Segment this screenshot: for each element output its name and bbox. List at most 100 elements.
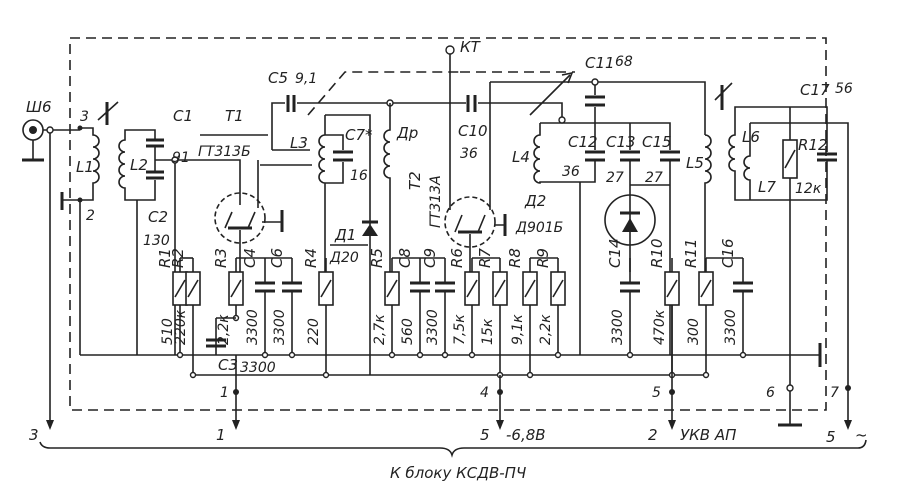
r9-value: 2,2к bbox=[538, 314, 554, 345]
inductor-l1 bbox=[60, 101, 119, 355]
c9-label: C9 bbox=[421, 248, 439, 268]
resistor-r6: R6 7,5к bbox=[448, 248, 480, 359]
r6-label: R6 bbox=[448, 248, 466, 268]
diode-d1 bbox=[362, 220, 378, 375]
capacitor-c10 bbox=[466, 95, 477, 112]
transistor-t1 bbox=[214, 160, 284, 272]
r6-value: 7,5к bbox=[452, 314, 468, 345]
c10-value: 36 bbox=[460, 146, 478, 162]
t1-type: ГТ313Б bbox=[198, 144, 251, 160]
r4-label: R4 bbox=[302, 248, 320, 268]
r1-value: 510 bbox=[160, 318, 176, 345]
ext-pin-5b: 5 bbox=[826, 428, 836, 446]
c8-value: 560 bbox=[400, 318, 416, 345]
r8-value: 9,1к bbox=[510, 314, 526, 345]
d2-label: Д2 bbox=[524, 192, 546, 210]
t2-type: ГТ313А bbox=[428, 175, 444, 228]
r2-value: 220к bbox=[173, 309, 189, 345]
c13-label: C13 bbox=[606, 133, 636, 151]
r8-label: R8 bbox=[506, 248, 524, 268]
dr-label: Др bbox=[396, 124, 418, 142]
board-pin-7: 7 bbox=[830, 385, 839, 401]
r5-label: R5 bbox=[368, 248, 386, 268]
c13-value: 27 bbox=[606, 170, 624, 186]
resistor-r5: R5 2,7к bbox=[368, 248, 400, 359]
c12-label: C12 bbox=[568, 133, 598, 151]
test-point-label: КТ bbox=[460, 38, 482, 56]
c6-label: C6 bbox=[268, 248, 286, 268]
capacitor-c3 bbox=[206, 338, 226, 348]
c2-value: 130 bbox=[143, 233, 170, 249]
ext-pin-3: 3 bbox=[29, 426, 39, 444]
r10-value: 470к bbox=[652, 309, 668, 345]
r4-value: 220 bbox=[306, 318, 322, 345]
resistor-r3: R3 2,2к bbox=[212, 248, 244, 345]
connector-sh6 bbox=[22, 119, 80, 425]
l1-label: L1 bbox=[76, 158, 94, 176]
l6-label: L6 bbox=[742, 128, 760, 146]
c15-value: 27 bbox=[645, 170, 663, 186]
resistor-r4: R4 220 bbox=[302, 248, 334, 379]
c8-label: C8 bbox=[396, 248, 414, 268]
d2-type: Д901Б bbox=[515, 220, 563, 236]
c11-label: C11 bbox=[585, 54, 615, 72]
c3-wire bbox=[215, 317, 236, 355]
board-boundary bbox=[69, 37, 827, 411]
bias-network: R1 510 R2 220к R3 2,2к C4 3300 C6 3300 R4 220 R5 2,7к… bbox=[156, 238, 753, 379]
r7-label: R7 bbox=[476, 248, 494, 268]
inductor-l2 bbox=[118, 129, 241, 355]
c3-label: C3 bbox=[218, 356, 238, 374]
c1-label: C1 bbox=[173, 107, 193, 125]
board-pin-5: 5 bbox=[652, 385, 661, 401]
ext-pin-5b-label: ~ bbox=[855, 426, 868, 444]
tank-l6 bbox=[728, 106, 849, 427]
c9-value: 3300 bbox=[425, 309, 441, 345]
pin-2-label: 2 bbox=[86, 208, 95, 224]
c5-value: 9,1 bbox=[295, 71, 317, 87]
c4-value: 3300 bbox=[245, 309, 261, 345]
resistor-r11: R11 300 bbox=[682, 238, 714, 379]
ext-pin-5-label: -6,8В bbox=[506, 426, 546, 444]
resistor-r2: R2 220к bbox=[169, 248, 201, 379]
ext-pin-2: 2 bbox=[648, 426, 658, 444]
transistor-t2 bbox=[444, 45, 507, 272]
c10-label: C10 bbox=[458, 122, 488, 140]
capacitor-c4: C4 3300 bbox=[241, 248, 275, 359]
r2-label: R2 bbox=[169, 248, 187, 268]
l4-label: L4 bbox=[512, 148, 530, 166]
c17-label: C17 bbox=[800, 81, 830, 99]
l7-label: L7 bbox=[758, 178, 776, 196]
ext-pin-1: 1 bbox=[216, 426, 226, 444]
pin-3-label: 3 bbox=[80, 109, 89, 125]
r12-value: 12к bbox=[795, 181, 822, 197]
c12-value: 36 bbox=[562, 164, 580, 180]
c14-label: C14 bbox=[606, 238, 624, 268]
r11-label: R11 bbox=[682, 238, 700, 268]
r3-label: R3 bbox=[212, 248, 230, 268]
r5-value: 2,7к bbox=[372, 314, 388, 345]
connector-label: Ш6 bbox=[26, 98, 52, 116]
caption: К блоку КСДВ-ПЧ bbox=[390, 464, 526, 482]
r3-value: 2,2к bbox=[216, 314, 232, 345]
r1-label: R1 bbox=[156, 248, 174, 268]
c4-label: C4 bbox=[241, 248, 259, 268]
l2-label: L2 bbox=[130, 156, 148, 174]
tank-l4 bbox=[460, 71, 733, 355]
d1-label: Д1 bbox=[334, 226, 356, 244]
board-pin-6: 6 bbox=[766, 385, 775, 401]
c3-value: 3300 bbox=[240, 360, 276, 376]
tank-l3 bbox=[260, 71, 460, 272]
c1-value: 91 bbox=[172, 150, 190, 166]
c10-wire bbox=[450, 102, 563, 118]
output-wires bbox=[39, 305, 867, 458]
c7-label: C7* bbox=[345, 126, 373, 144]
r11-value: 300 bbox=[686, 318, 702, 345]
resistor-r8: R8 9,1к bbox=[506, 248, 538, 379]
board-pin-1: 1 bbox=[220, 385, 229, 401]
c6-value: 3300 bbox=[272, 309, 288, 345]
r9-label: R9 bbox=[534, 248, 552, 268]
